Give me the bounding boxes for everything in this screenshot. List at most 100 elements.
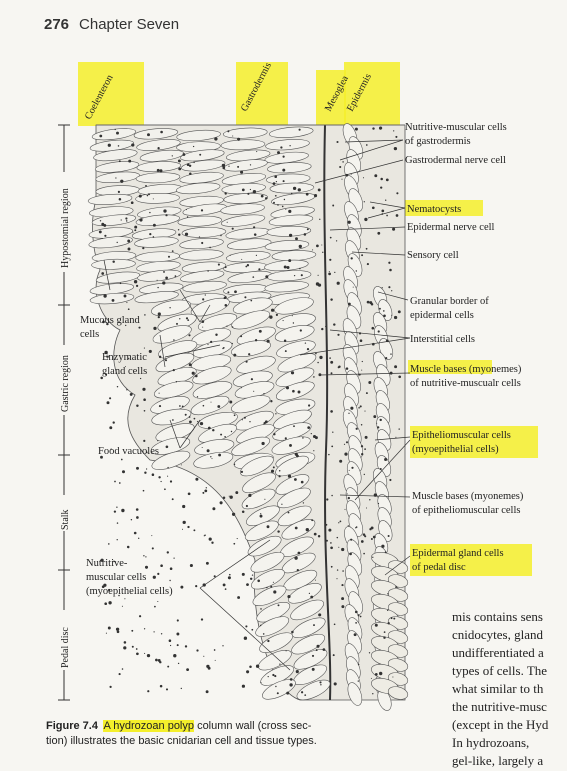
granule <box>344 452 348 456</box>
granule <box>160 480 162 483</box>
granule <box>152 236 155 238</box>
granule <box>252 226 256 229</box>
granule <box>131 629 134 632</box>
page-number: 276 <box>44 16 70 33</box>
granule <box>248 353 251 356</box>
cell <box>151 450 191 470</box>
body-line: types of cells. The <box>452 663 548 678</box>
granule <box>383 636 386 639</box>
granule <box>222 583 226 587</box>
ruler-gap-hypostomial <box>56 172 72 272</box>
granule <box>289 678 293 681</box>
cell <box>269 126 314 138</box>
granule <box>116 506 118 508</box>
granule <box>222 496 226 499</box>
granule <box>130 201 134 205</box>
cell <box>264 281 309 293</box>
granule <box>304 342 307 344</box>
granule <box>201 447 203 448</box>
granule <box>212 428 215 432</box>
granule <box>107 588 111 592</box>
granule <box>211 458 213 460</box>
granule <box>384 551 387 554</box>
granule <box>224 266 227 269</box>
granule <box>244 296 247 299</box>
cell <box>89 292 135 305</box>
cell <box>91 258 136 270</box>
granule <box>351 466 354 469</box>
granule <box>317 188 321 192</box>
granule <box>393 617 396 620</box>
granule <box>393 146 398 151</box>
highlight-nematocysts <box>405 200 483 216</box>
granule <box>189 563 193 568</box>
granule <box>121 668 124 670</box>
granule <box>311 519 314 522</box>
granule <box>312 434 317 439</box>
cell <box>265 139 310 151</box>
granule <box>179 318 181 320</box>
granule <box>184 232 189 236</box>
granule <box>205 561 209 565</box>
cell <box>193 451 234 469</box>
granule <box>185 209 188 211</box>
granule <box>151 547 154 550</box>
granule-group <box>98 126 402 696</box>
granule <box>181 405 184 408</box>
granule <box>219 501 223 505</box>
granule <box>332 654 335 657</box>
cell <box>252 585 287 607</box>
granule <box>170 644 172 647</box>
granule <box>154 575 156 578</box>
granule <box>143 628 146 630</box>
granule <box>155 658 158 662</box>
granule <box>116 539 118 541</box>
granule <box>223 296 226 300</box>
granule <box>289 443 292 447</box>
granule <box>160 130 163 134</box>
granule <box>376 422 378 424</box>
granule <box>272 182 276 185</box>
granule <box>214 659 216 661</box>
granule <box>395 586 398 589</box>
granule <box>114 128 116 131</box>
granule <box>302 437 304 439</box>
granule <box>106 322 109 326</box>
granule <box>380 177 383 181</box>
granule <box>171 250 174 252</box>
granule <box>212 507 216 511</box>
granule <box>142 247 145 250</box>
granule <box>311 654 315 657</box>
granule <box>250 378 254 381</box>
granule <box>245 265 248 268</box>
highlight-coelenteron <box>78 62 144 126</box>
cell <box>88 236 133 249</box>
granule <box>248 493 252 498</box>
granule <box>307 404 311 407</box>
granule <box>318 613 322 617</box>
granule <box>178 167 182 171</box>
granule <box>334 271 336 274</box>
granule <box>131 645 134 648</box>
granule <box>177 159 181 163</box>
granule <box>136 404 139 407</box>
granule <box>160 564 163 567</box>
granule <box>374 623 378 627</box>
granule <box>159 684 163 688</box>
granule <box>240 335 243 338</box>
granule <box>364 535 367 538</box>
granule <box>154 605 156 608</box>
granule <box>237 596 241 599</box>
label-nutritive-left-1: Nutritive- <box>86 558 128 569</box>
granule <box>361 369 363 371</box>
granule <box>117 190 120 193</box>
granule <box>204 294 206 296</box>
granule <box>153 631 155 633</box>
granule <box>350 257 353 260</box>
body-text-column: mis contains sens cnidocytes, gland undi… <box>452 608 567 770</box>
granule <box>240 470 244 474</box>
granule <box>247 192 250 195</box>
granule <box>317 274 319 276</box>
label-nutritive-muscular-2: of gastrodermis <box>405 136 471 147</box>
granule <box>342 570 344 572</box>
